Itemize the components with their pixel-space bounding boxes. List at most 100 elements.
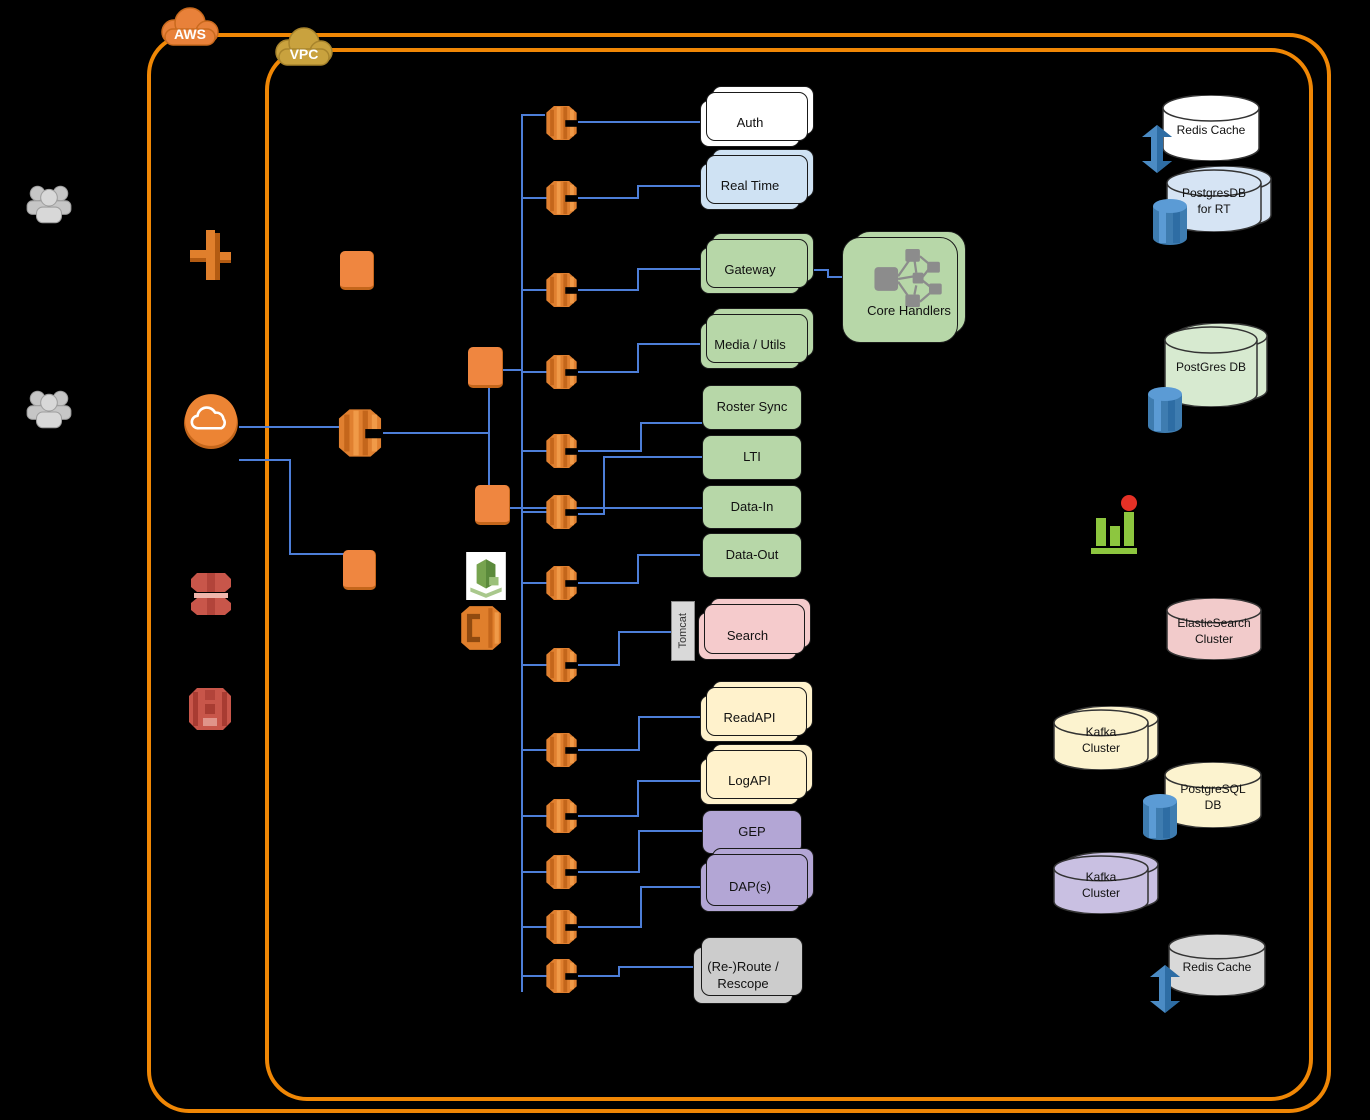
aws-label: AWS — [174, 26, 206, 42]
elb-square-icon-3 — [475, 485, 510, 525]
tomcat-box: Tomcat — [671, 601, 695, 661]
db-label-postgres-db: PostGres DB — [1175, 360, 1247, 375]
connector-line — [523, 582, 547, 584]
connector-line — [523, 371, 547, 373]
connector-line — [523, 975, 547, 977]
db-redis-cache-2: Redis Cache — [1168, 934, 1266, 996]
service-label-real-time: Real Time — [720, 178, 780, 194]
elb-square-icon-1 — [340, 251, 374, 290]
service-box-media-utils: Media / Utils — [700, 322, 800, 369]
service-box-gep: GEP — [702, 810, 802, 854]
connector-line — [618, 631, 620, 666]
users-icon-2 — [24, 387, 74, 435]
service-label-reroute-rescope: (Re-)Route / Rescope — [707, 959, 779, 991]
ecs-auth-icon — [545, 105, 578, 141]
service-label-roster-sync: Roster Sync — [716, 399, 788, 415]
ecs-daps-icon — [545, 909, 578, 945]
connector-line — [638, 830, 640, 873]
ecs-icon-art — [546, 354, 578, 390]
service-box-data-out: Data-Out — [702, 533, 802, 578]
ecs-icon-art — [546, 494, 578, 530]
ecs-icon-art — [546, 854, 578, 890]
ecs-icon-art — [546, 798, 578, 834]
ecs-icon-art — [338, 409, 383, 457]
connector-line — [640, 886, 700, 888]
connector-line — [502, 369, 523, 371]
service-label-data-out: Data-Out — [725, 547, 779, 563]
service-box-reroute-rescope: (Re-)Route / Rescope — [693, 947, 793, 1004]
cloud-icon — [275, 27, 333, 66]
service-box-search: Search — [698, 612, 797, 660]
db-label-postgresdb-for-rt: PostgresDB for RT — [1181, 186, 1247, 216]
db-postgres-db: PostGres DB — [1164, 323, 1268, 407]
db-label-redis-cache-2: Redis Cache — [1182, 960, 1252, 975]
connector-line — [521, 114, 523, 992]
service-box-core-handlers: Core Handlers — [852, 231, 966, 335]
service-label-core-handlers: Core Handlers — [867, 302, 951, 318]
service-label-readapi: ReadAPI — [723, 710, 776, 726]
db-elasticsearch: ElasticSearch Cluster — [1166, 598, 1262, 660]
vpc-label-cloud: VPC — [272, 26, 336, 70]
rds-icon-1 — [1150, 198, 1190, 246]
aws-boundary — [147, 33, 1331, 1113]
connector-line — [603, 457, 605, 515]
network-glyph — [874, 248, 942, 308]
service-box-auth: Auth — [700, 100, 800, 147]
service-box-logapi: LogAPI — [700, 758, 799, 805]
connector-line — [289, 553, 345, 555]
connector-line — [578, 749, 640, 751]
connector-line — [509, 507, 702, 509]
connector-line — [523, 511, 547, 513]
vpc-boundary — [265, 48, 1313, 1101]
connector-line — [578, 450, 642, 452]
connector-line — [638, 830, 702, 832]
connector-line — [488, 386, 490, 487]
ecs-reroute-rescope-icon — [545, 958, 578, 994]
ecs-data-out-icon — [545, 565, 578, 601]
db-label-postgresql-db: PostgreSQL DB — [1180, 782, 1246, 812]
connector-line — [578, 815, 639, 817]
db-label-elasticsearch: ElasticSearch Cluster — [1177, 616, 1251, 646]
connector-line — [637, 554, 700, 556]
ecs-lti-icon — [545, 494, 578, 530]
service-label-logapi: LogAPI — [728, 773, 771, 789]
ecs-roster-sync-icon — [545, 433, 578, 469]
service-box-gateway: Gateway — [700, 247, 800, 294]
rds-icon-2 — [1145, 386, 1185, 434]
connector-line — [637, 343, 700, 345]
connector-line — [578, 582, 639, 584]
rds-icon-3 — [1140, 793, 1180, 841]
aws-label-cloud: AWS — [158, 6, 222, 50]
service-box-real-time: Real Time — [700, 163, 800, 210]
service-label-auth: Auth — [736, 115, 764, 131]
connector-line — [578, 664, 620, 666]
db-label-kafka-cluster-1: Kafka Cluster — [1081, 725, 1120, 755]
connector-line — [640, 422, 642, 452]
users-icon-1 — [24, 182, 74, 230]
service-box-daps: DAP(s) — [700, 862, 800, 912]
cloud-icon — [161, 7, 219, 46]
connector-line — [578, 926, 642, 928]
connector-line — [578, 197, 639, 199]
ecs-gateway-icon — [545, 272, 578, 308]
connector-line — [640, 886, 642, 928]
connector-line — [603, 456, 702, 458]
service-label-media-utils: Media / Utils — [714, 337, 786, 353]
service-label-daps: DAP(s) — [729, 878, 771, 894]
container-registry-icon — [457, 604, 503, 652]
ecs-icon-art — [546, 958, 578, 994]
db-postgresdb-for-rt: PostgresDB for RT — [1166, 166, 1272, 232]
ecs-media-utils-icon — [545, 354, 578, 390]
connector-line — [289, 459, 291, 554]
connector-line — [638, 716, 640, 751]
connector-line — [637, 268, 639, 291]
db-redis-cache-rt: Redis Cache — [1162, 95, 1260, 161]
connector-line — [578, 371, 639, 373]
connector-line — [578, 975, 620, 977]
connector-line — [523, 926, 547, 928]
ecs-icon-art — [546, 732, 578, 768]
connector-line — [798, 269, 829, 271]
elb-square-icon-2 — [468, 347, 503, 388]
connector-line — [637, 780, 700, 782]
red-service-icon-1 — [187, 570, 235, 618]
